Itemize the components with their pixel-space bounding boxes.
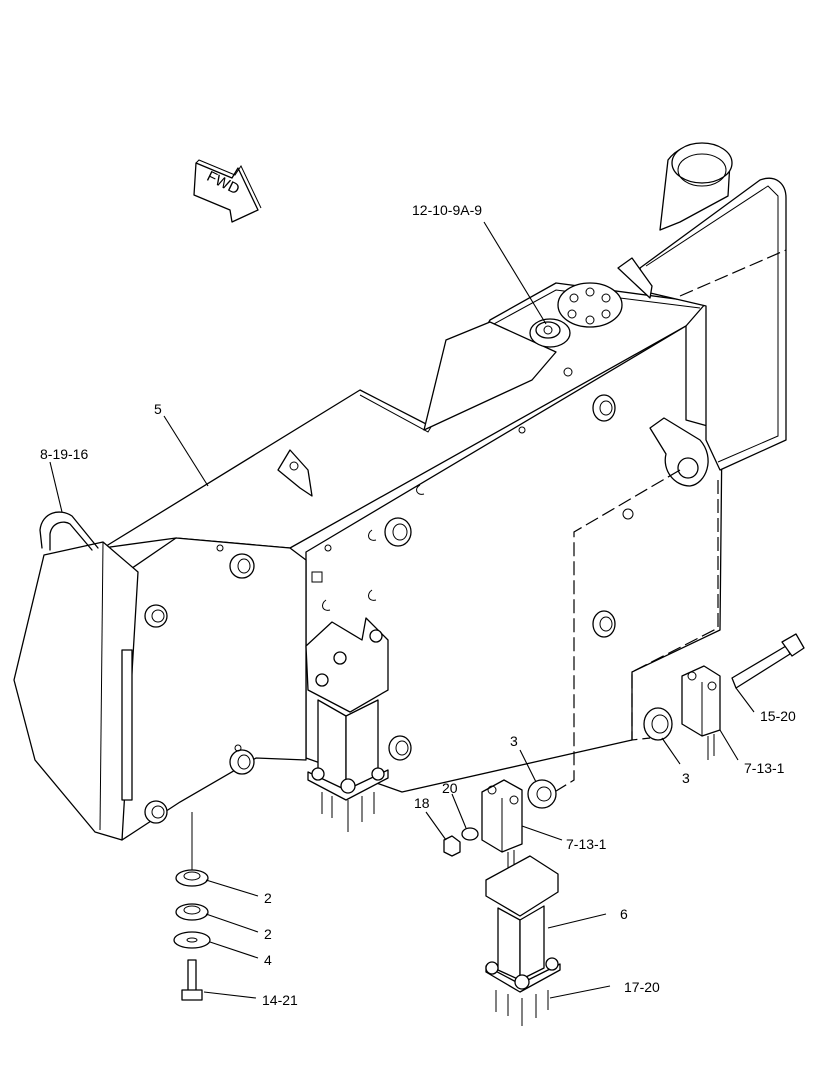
frame-rear-ridge	[423, 321, 557, 431]
callout-8-19-16: 8-19-16	[40, 446, 88, 462]
callout-20: 20	[442, 780, 458, 796]
callout-3-right: 3	[682, 770, 690, 786]
leader-lines	[49, 221, 755, 999]
right-mount-group	[643, 633, 805, 760]
callout-labels: 12-10-9A-9 5 8-19-16 15-20 3 7-13-1 3 18…	[40, 202, 796, 1008]
callout-12-10-9a-9: 12-10-9A-9	[412, 202, 482, 218]
callout-15-20: 15-20	[760, 708, 796, 724]
frame-front-face	[121, 537, 307, 841]
callout-7-13-1-center: 7-13-1	[566, 836, 607, 852]
fuel-tank	[639, 177, 787, 471]
fender-strip	[121, 649, 133, 801]
callout-5: 5	[154, 401, 162, 417]
callout-14-21: 14-21	[262, 992, 298, 1008]
callout-6: 6	[620, 906, 628, 922]
frame-support-column	[305, 617, 389, 832]
phantom-outline	[547, 469, 681, 797]
breather-fitting	[529, 318, 571, 348]
callout-17-20: 17-20	[624, 979, 660, 995]
callout-18: 18	[414, 795, 430, 811]
callout-2-upper: 2	[264, 890, 272, 906]
fender-panel	[13, 541, 139, 841]
callout-4: 4	[264, 952, 272, 968]
callout-3-center: 3	[510, 733, 518, 749]
isolator-stack	[173, 812, 211, 1001]
frame-assembly	[13, 142, 787, 841]
fuel-cap	[671, 142, 733, 184]
support-column-6	[485, 855, 561, 1026]
grab-handle	[39, 511, 99, 549]
access-cover	[557, 282, 623, 328]
center-mount-group	[443, 779, 557, 870]
fwd-arrow-icon: FWD	[193, 159, 262, 223]
callout-7-13-1-right: 7-13-1	[744, 760, 785, 776]
callout-2-lower: 2	[264, 926, 272, 942]
